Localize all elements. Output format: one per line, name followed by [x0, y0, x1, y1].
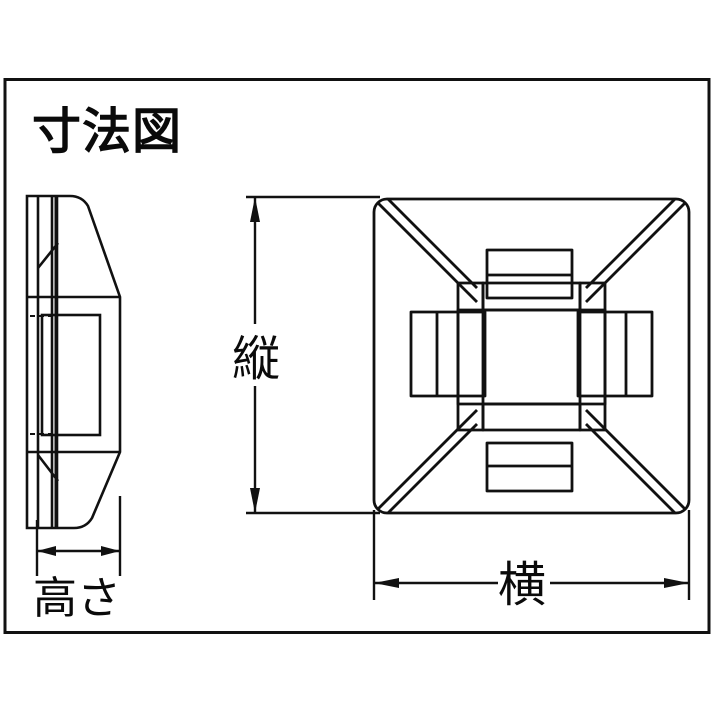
width-arrow-left: [374, 578, 399, 588]
plan-rib-top-left-a: [377, 202, 478, 303]
vertical-arrow-bottom: [250, 488, 260, 513]
plan-rib-bottom-left-a: [377, 409, 478, 510]
side-view-center-recess: [40, 313, 102, 437]
plan-rib-top-left-b: [387, 198, 478, 289]
vertical-label: 縦: [232, 331, 280, 387]
width-arrow-right: [664, 578, 689, 588]
plan-rib-top-right-a: [585, 202, 686, 303]
plan-center-square: [481, 308, 582, 406]
plan-rib-top-right-b: [585, 198, 676, 289]
vertical-label-backdrop: [232, 324, 280, 386]
plan-tab-right: [576, 310, 654, 398]
height-arrow-right: [101, 546, 120, 556]
plan-rib-bottom-left-b: [387, 423, 478, 514]
plan-outer-square: [372, 197, 691, 515]
vertical-arrow-top: [250, 197, 260, 222]
page-title: 寸法図: [32, 103, 182, 160]
plan-rib-bottom-right-a: [585, 409, 686, 510]
plan-tab-left: [409, 310, 487, 398]
top-plan-view: [372, 197, 691, 515]
width-label: 横: [498, 557, 546, 613]
height-label: 高さ: [33, 573, 121, 624]
width-label-backdrop: [498, 552, 550, 612]
side-view-hidden-edges: [30, 296, 52, 453]
height-arrow-left: [37, 546, 56, 556]
plan-rib-bottom-right-b: [585, 423, 676, 514]
outer-frame: [3, 78, 711, 634]
